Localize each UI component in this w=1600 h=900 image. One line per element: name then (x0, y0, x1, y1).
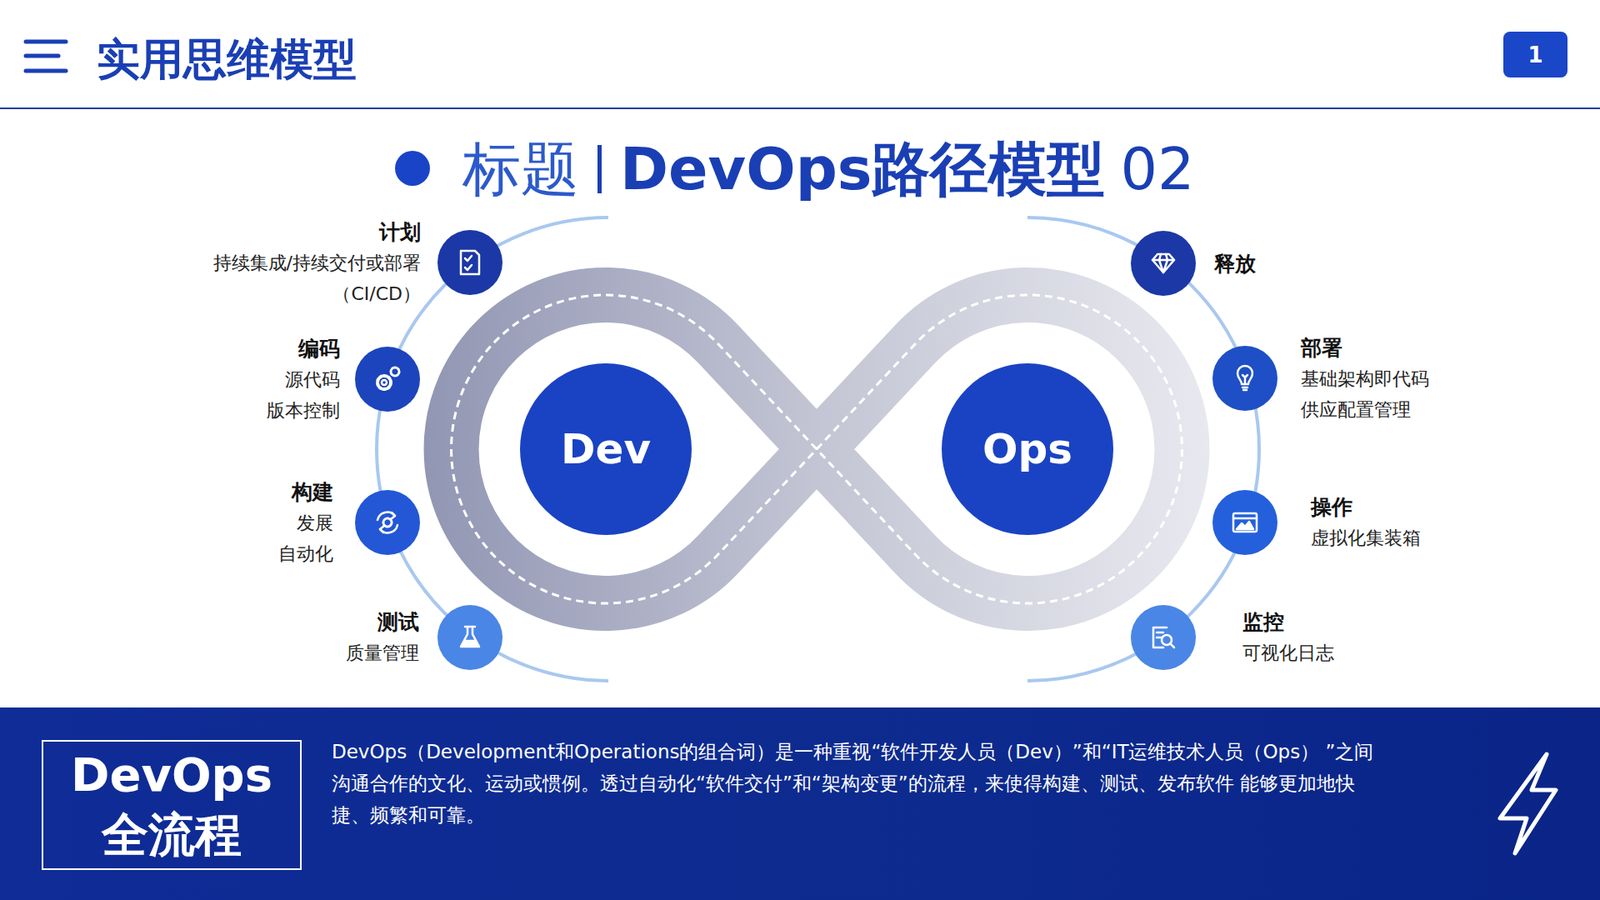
step-heading: 操作 (1310, 491, 1353, 523)
test-step: 测试质量管理 (437, 605, 503, 670)
monitor-step: 监控可视化日志 (1130, 605, 1196, 670)
step-heading: 编码 (298, 333, 340, 365)
subtitle-row: 标题 DevOps路径模型02 (462, 133, 1195, 205)
ops-circle: Ops (941, 363, 1114, 535)
circle-label: Dev (560, 425, 651, 474)
step-heading: 释放 (1214, 248, 1256, 280)
step-detail: 持续集成/持续交付或部署 （CI/CD） (200, 247, 421, 310)
separator-bar (597, 145, 602, 194)
release-step: 释放 (1130, 230, 1196, 296)
subtitle-dot (395, 150, 430, 186)
page-title: 实用思维模型 (96, 33, 357, 85)
step-text: 释放 (1214, 248, 1256, 280)
step-detail: 质量管理 (319, 637, 420, 669)
subtitle-number: 02 (1120, 133, 1195, 205)
step-heading: 部署 (1300, 332, 1343, 364)
step-detail: 虚拟化集装箱 (1310, 522, 1453, 554)
subtitle-prefix: 标题 (462, 133, 580, 205)
step-text: 部署基础架构即代码 供应配置管理 (1300, 332, 1445, 425)
dev-circle: Dev (520, 363, 692, 535)
header-rule (0, 107, 1600, 110)
step-text: 操作虚拟化集装箱 (1310, 491, 1453, 554)
step-detail: 基础架构即代码 供应配置管理 (1300, 363, 1445, 425)
circle-label: Ops (982, 425, 1073, 474)
subtitle-main: DevOps路径模型 (620, 133, 1106, 205)
operate-step: 操作虚拟化集装箱 (1212, 490, 1278, 555)
step-detail: 源代码 版本控制 (256, 364, 340, 426)
plan-step: 计划持续集成/持续交付或部署 （CI/CD） (437, 230, 503, 295)
step-text: 编码源代码 版本控制 (256, 333, 340, 426)
step-text: 监控可视化日志 (1242, 606, 1368, 669)
infinity-dashes (451, 295, 1183, 604)
description-text: DevOps（Development和Operations的组合词）是一种重视“… (331, 735, 1390, 831)
step-text: 计划持续集成/持续交付或部署 （CI/CD） (200, 216, 421, 310)
step-text: 构建发展 自动化 (270, 476, 334, 570)
page-number: 1 (1527, 42, 1543, 68)
step-heading: 监控 (1242, 606, 1285, 638)
description-band: DevOps（Development和Operations的组合词）是一种重视“… (0, 707, 1600, 900)
summary-text: DevOps 全流程 (50, 745, 294, 865)
step-heading: 测试 (377, 606, 420, 638)
step-heading: 计划 (379, 216, 421, 248)
step-detail: 可视化日志 (1242, 637, 1368, 669)
infinity-track (451, 295, 1183, 604)
step-heading: 构建 (291, 476, 334, 508)
step-detail: 发展 自动化 (270, 507, 334, 570)
step-text: 测试质量管理 (319, 606, 420, 669)
menu-icon (25, 41, 66, 71)
build-step: 构建发展 自动化 (355, 490, 420, 555)
page-number-box: 1 (1503, 31, 1568, 78)
code-step: 编码源代码 版本控制 (355, 346, 420, 412)
deploy-step: 部署基础架构即代码 供应配置管理 (1212, 345, 1278, 411)
summary-box: DevOps 全流程 (41, 740, 302, 870)
